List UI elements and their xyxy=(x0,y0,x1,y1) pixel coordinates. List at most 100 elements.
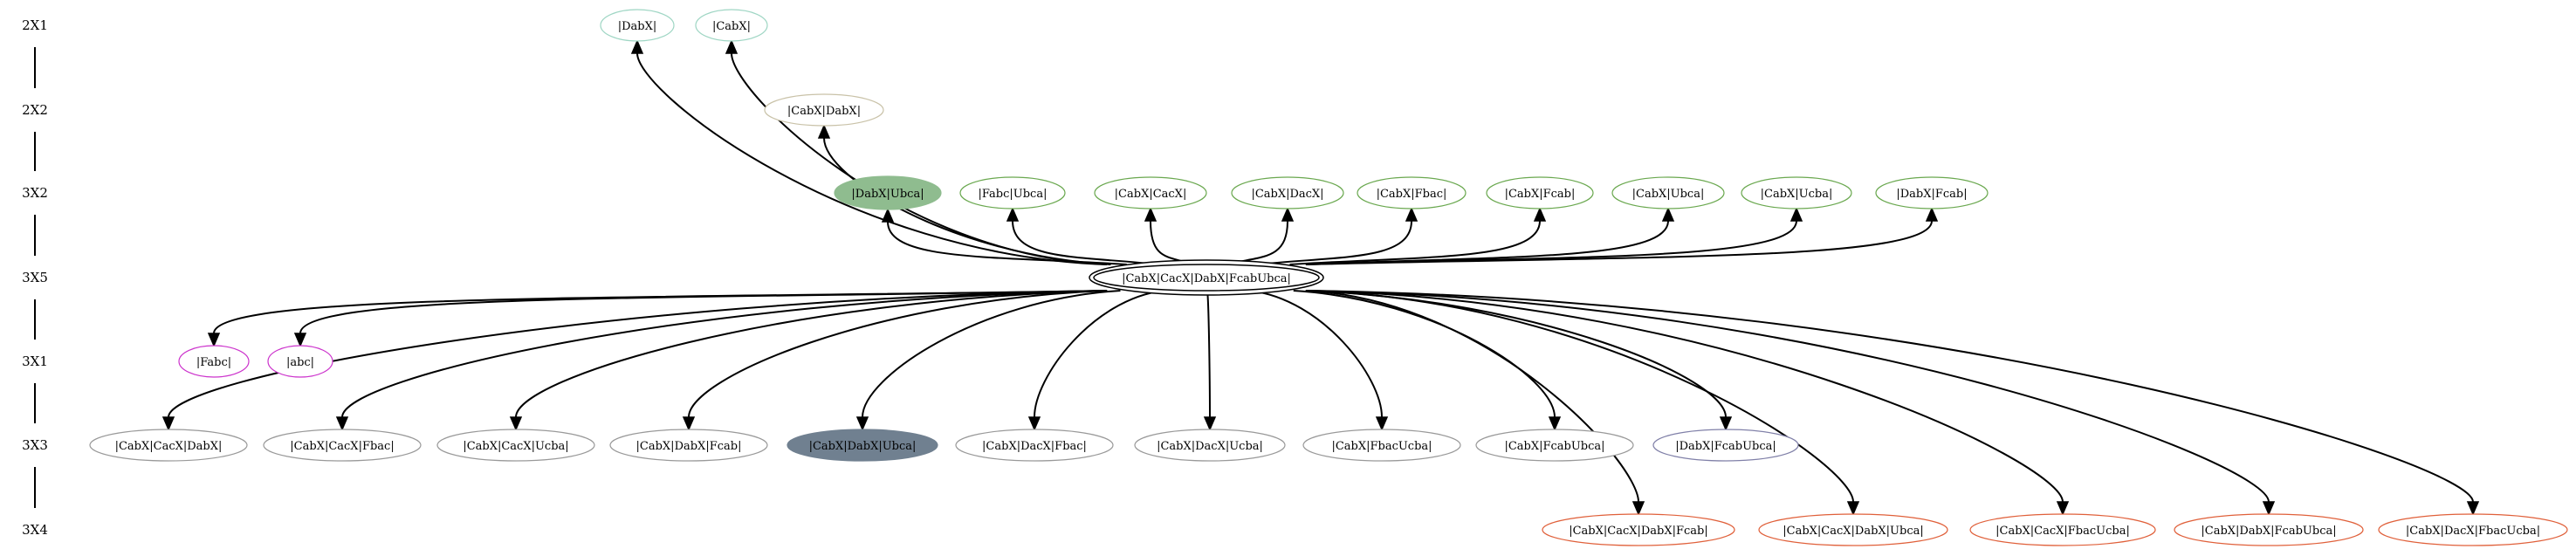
node-label: |CabX|CacX|FbacUcba| xyxy=(1996,525,2130,538)
node-n27[interactable]: |CabX|CacX|FbacUcba| xyxy=(1969,513,2156,546)
node-n18[interactable]: |CabX|DabX|Fcab| xyxy=(609,429,768,462)
edge-c-n24 xyxy=(1305,290,1727,418)
node-n11[interactable]: |CabX|Ucba| xyxy=(1741,176,1852,209)
node-shape xyxy=(1094,176,1207,209)
node-label: |Fabc| xyxy=(196,356,231,369)
arrowhead xyxy=(881,208,895,223)
node-n4[interactable]: |DabX|Ubca| xyxy=(834,175,942,210)
arrowhead xyxy=(1006,207,1020,222)
arrowhead xyxy=(1281,207,1295,222)
edge-c-n21 xyxy=(1206,290,1211,418)
arrowhead xyxy=(1405,207,1419,222)
node-shape xyxy=(955,429,1114,462)
node-n10[interactable]: |CabX|Ubca| xyxy=(1611,176,1725,209)
node-shape xyxy=(1231,176,1344,209)
node-shape xyxy=(263,429,422,462)
node-n23[interactable]: |CabX|FcabUbca| xyxy=(1475,429,1634,462)
node-n19[interactable]: |CabX|DabX|Ubca| xyxy=(787,429,938,462)
arrowhead xyxy=(2262,501,2276,516)
node-shape xyxy=(436,429,595,462)
node-shape xyxy=(2378,513,2568,546)
node-label: |CabX|DabX|Fcab| xyxy=(636,440,742,453)
edge-c-n15 xyxy=(168,290,1108,418)
arrowhead xyxy=(1789,207,1803,222)
node-n1[interactable]: |DabX| xyxy=(600,9,675,42)
edge-c-n29 xyxy=(1305,290,2474,503)
node-n7[interactable]: |CabX|DacX| xyxy=(1231,176,1344,209)
node-shape xyxy=(1611,176,1725,209)
node-label: |CabX|CacX|DabX|FcabUbca| xyxy=(1122,272,1291,285)
arrowhead xyxy=(817,124,831,139)
edge-c-n6 xyxy=(1150,220,1193,265)
node-shape xyxy=(89,429,248,462)
node-label: |CabX|Fbac| xyxy=(1377,188,1447,201)
node-n24[interactable]: |DabX|FcabUbca| xyxy=(1652,429,1799,462)
node-n9[interactable]: |CabX|Fcab| xyxy=(1486,176,1594,209)
node-shape xyxy=(1475,429,1634,462)
node-label: |DabX|Fcab| xyxy=(1896,188,1967,201)
arrowhead xyxy=(682,416,696,431)
node-center[interactable]: |CabX|CacX|DabX|FcabUbca| xyxy=(1089,259,1324,296)
node-shape xyxy=(1486,176,1594,209)
arrowhead xyxy=(1027,416,1041,431)
node-n29[interactable]: |CabX|DacX|FbacUcba| xyxy=(2378,513,2568,546)
edge-c-n18 xyxy=(688,290,1108,418)
arrowhead xyxy=(509,416,523,431)
node-label: |CabX|FbacUcba| xyxy=(1331,440,1432,453)
node-n22[interactable]: |CabX|FbacUcba| xyxy=(1302,429,1461,462)
node-n5[interactable]: |Fabc|Ubca| xyxy=(959,176,1066,209)
arrowhead xyxy=(335,416,349,431)
node-n26[interactable]: |CabX|CacX|DabX|Ubca| xyxy=(1758,513,1948,546)
node-shape xyxy=(267,345,333,378)
node-n2[interactable]: |CabX| xyxy=(695,9,768,42)
edge-c-n19 xyxy=(862,290,1121,418)
arrowhead xyxy=(630,39,644,54)
node-n8[interactable]: |CabX|Fbac| xyxy=(1357,176,1467,209)
arrowhead xyxy=(1719,416,1733,431)
arrowhead xyxy=(1925,207,1939,222)
node-n28[interactable]: |CabX|DabX|FcabUbca| xyxy=(2174,513,2364,546)
node-n17[interactable]: |CabX|CacX|Ucba| xyxy=(436,429,595,462)
rank-label-3x5: 3X5 xyxy=(22,270,48,285)
edge-c-n25 xyxy=(1305,290,1639,503)
node-label: |CabX|Fcab| xyxy=(1505,188,1576,201)
arrowhead xyxy=(293,333,307,347)
node-shape xyxy=(1357,176,1467,209)
edge-c-n17 xyxy=(515,290,1108,418)
node-n21[interactable]: |CabX|DacX|Ucba| xyxy=(1134,429,1286,462)
node-shape xyxy=(1302,429,1461,462)
node-n16[interactable]: |CabX|CacX|Fbac| xyxy=(263,429,422,462)
edge-c-n11 xyxy=(1305,220,1797,265)
node-label: |CabX|CacX|DabX| xyxy=(115,440,223,453)
edge-c-n5 xyxy=(1012,220,1158,265)
node-label: |CabX|DabX|FcabUbca| xyxy=(2201,525,2336,538)
node-shape xyxy=(600,9,675,42)
node-shape xyxy=(1542,513,1735,546)
edge-c-n4 xyxy=(887,221,1127,265)
edge-c-n2 xyxy=(731,52,1108,265)
node-label: |abc| xyxy=(286,356,314,369)
edge-c-n20 xyxy=(1034,290,1164,418)
node-shape xyxy=(695,9,768,42)
node-label: |CabX|DabX|Ubca| xyxy=(809,440,917,453)
node-n14[interactable]: |abc| xyxy=(267,345,333,378)
rank-label-3x2: 3X2 xyxy=(22,185,48,201)
edge-c-n8 xyxy=(1257,220,1412,265)
edge-c-n12 xyxy=(1305,220,1933,265)
node-n25[interactable]: |CabX|CacX|DabX|Fcab| xyxy=(1542,513,1735,546)
node-n3[interactable]: |CabX|DabX| xyxy=(764,93,884,127)
node-n13[interactable]: |Fabc| xyxy=(178,345,250,378)
arrowhead xyxy=(1661,207,1675,222)
rank-label-3x1: 3X1 xyxy=(22,354,48,369)
node-shape xyxy=(1758,513,1948,546)
rank-label-3x4: 3X4 xyxy=(22,522,48,538)
edge-c-n7 xyxy=(1226,220,1288,265)
node-n15[interactable]: |CabX|CacX|DabX| xyxy=(89,429,248,462)
node-n6[interactable]: |CabX|CacX| xyxy=(1094,176,1207,209)
rank-label-2x2: 2X2 xyxy=(22,102,48,118)
edge-c-n1 xyxy=(636,52,1108,265)
node-n20[interactable]: |CabX|DacX|Fbac| xyxy=(955,429,1114,462)
node-n12[interactable]: |DabX|Fcab| xyxy=(1875,176,1989,209)
